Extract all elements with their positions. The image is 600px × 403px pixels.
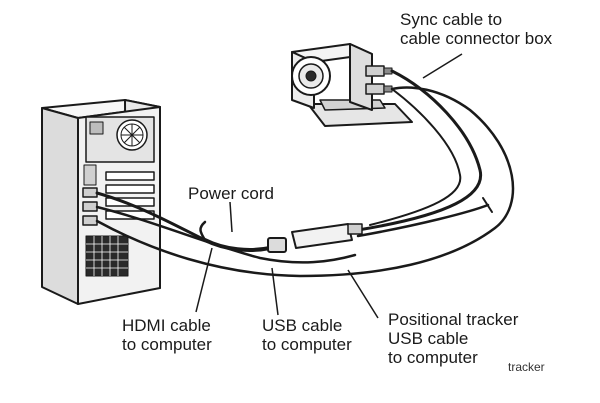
label-positional-tracker-line1: Positional tracker (388, 310, 519, 329)
camera-sensor (291, 43, 413, 127)
label-power-cord: Power cord (188, 184, 274, 203)
label-positional-tracker-line2: USB cable (388, 329, 469, 348)
label-tracker-watermark: tracker (508, 360, 545, 374)
label-usb-cable: USB cable to computer (262, 316, 352, 354)
vent-grille (85, 235, 129, 277)
label-sync-cable-line2: cable connector box (400, 29, 553, 48)
label-hdmi-cable-line1: HDMI cable (122, 316, 211, 335)
label-sync-cable-line1: Sync cable to (400, 10, 503, 29)
label-hdmi-cable: HDMI cable to computer (122, 316, 212, 354)
computer-tower (41, 99, 161, 305)
label-sync-cable: Sync cable to cable connector box (400, 10, 552, 48)
label-usb-cable-line2: to computer (262, 335, 352, 354)
cables (95, 69, 515, 278)
label-positional-tracker-usb: Positional tracker USB cable to computer (388, 310, 518, 367)
label-hdmi-cable-line2: to computer (122, 335, 212, 354)
cable-connector-box (267, 223, 363, 253)
label-positional-tracker-line3: to computer (388, 348, 478, 367)
label-usb-cable-line1: USB cable (262, 316, 343, 335)
callout-lines (195, 53, 463, 319)
